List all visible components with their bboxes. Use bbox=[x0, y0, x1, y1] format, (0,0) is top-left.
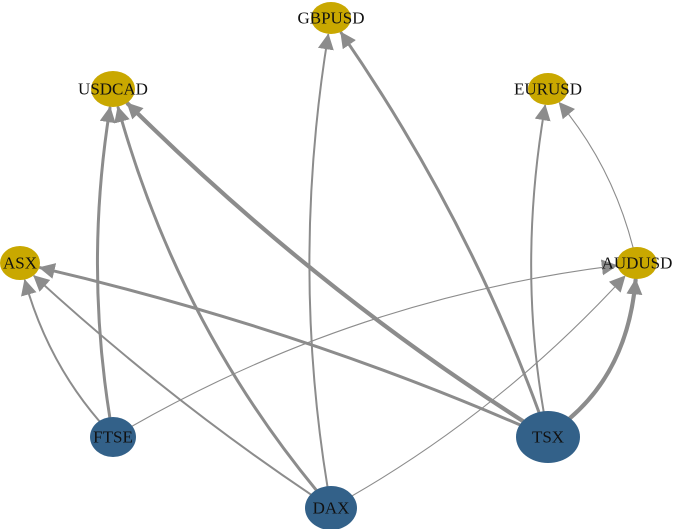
node-tsx: TSX bbox=[516, 411, 580, 463]
node-dax-circle bbox=[305, 486, 357, 529]
node-usdcad-circle bbox=[91, 71, 135, 107]
node-asx-circle bbox=[0, 246, 40, 280]
edges-layer bbox=[21, 31, 643, 497]
node-ftse: FTSE bbox=[90, 417, 136, 457]
edge-tsx-to-usdcad bbox=[125, 101, 525, 424]
edge-ftse-to-asx bbox=[21, 278, 101, 422]
node-gbpusd: GBPUSD bbox=[297, 2, 365, 34]
edge-dax-to-asx bbox=[33, 275, 312, 496]
edge-tsx-to-gbpusd bbox=[339, 31, 541, 414]
node-eurusd-circle bbox=[528, 73, 568, 105]
nodes-layer: GBPUSD USDCAD EURUSD ASX AUDUSD FTSE TSX DAX bbox=[0, 2, 672, 529]
node-usdcad-label: USDCAD bbox=[78, 80, 148, 99]
node-gbpusd-label: GBPUSD bbox=[297, 9, 364, 28]
node-audusd: AUDUSD bbox=[602, 247, 673, 279]
node-ftse-label: FTSE bbox=[93, 428, 133, 447]
node-asx-label: ASX bbox=[3, 254, 37, 273]
edge-tsx-to-audusd bbox=[567, 277, 643, 421]
edge-ftse-to-usdcad bbox=[95, 106, 116, 419]
node-dax: DAX bbox=[305, 486, 357, 529]
edge-audusd-to-eurusd bbox=[558, 101, 634, 248]
edge-dax-to-audusd bbox=[351, 275, 626, 497]
node-eurusd-label: EURUSD bbox=[514, 80, 582, 99]
node-usdcad: USDCAD bbox=[78, 71, 148, 107]
node-tsx-circle bbox=[516, 411, 580, 463]
edge-dax-to-usdcad bbox=[114, 105, 318, 492]
node-ftse-circle bbox=[90, 417, 136, 457]
edge-tsx-to-asx bbox=[38, 263, 522, 427]
node-asx: ASX bbox=[0, 246, 40, 280]
node-audusd-label: AUDUSD bbox=[602, 254, 673, 273]
node-eurusd: EURUSD bbox=[514, 73, 582, 105]
node-tsx-label: TSX bbox=[532, 428, 564, 447]
node-gbpusd-circle bbox=[311, 2, 351, 34]
node-dax-label: DAX bbox=[313, 499, 350, 518]
edge-dax-to-gbpusd bbox=[308, 33, 334, 488]
edge-ftse-to-audusd bbox=[131, 259, 618, 427]
edge-tsx-to-eurusd bbox=[530, 104, 551, 413]
node-audusd-circle bbox=[617, 247, 657, 279]
